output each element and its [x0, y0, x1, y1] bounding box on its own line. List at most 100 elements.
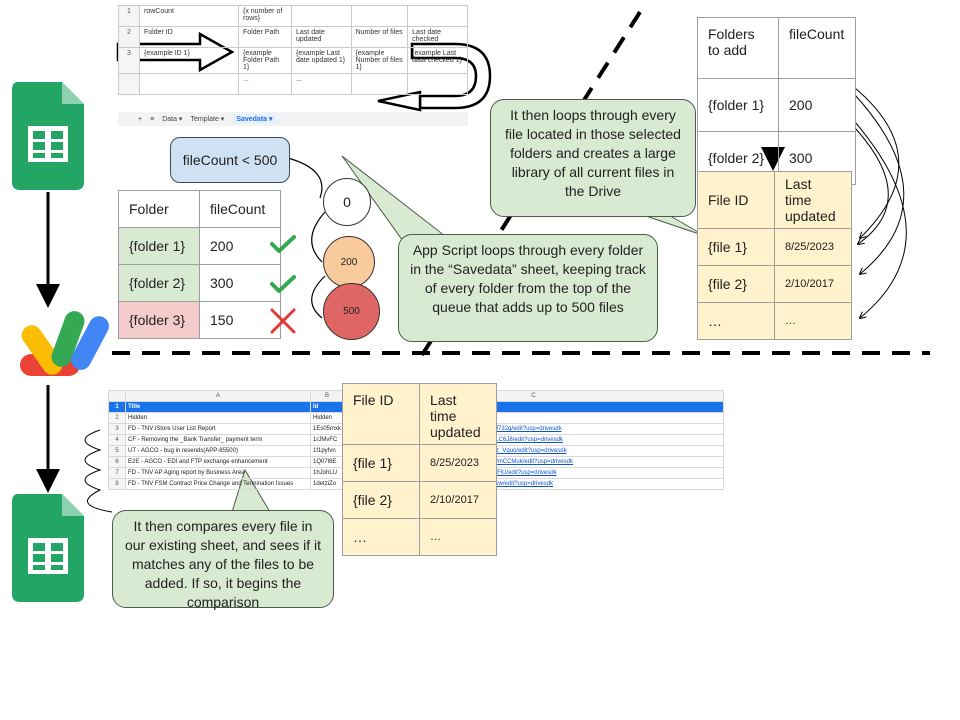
table-row: {folder 1} 200: [697, 78, 856, 132]
cell: {x number of rows}: [237, 5, 293, 27]
cell: E2E - AGCO - EDI and FTP exchange enhanc…: [125, 456, 311, 468]
file-loop-callout: It then loops through every file located…: [490, 99, 696, 217]
add-sheet-button[interactable]: +: [138, 115, 143, 123]
tab-savedata[interactable]: Savedata ▾: [232, 114, 277, 124]
loop-arrow-left: [377, 90, 422, 112]
row-number: 3: [118, 47, 140, 74]
curve-folder1-file2: [854, 94, 905, 274]
table-row: {file 1} 8/25/2023: [697, 228, 852, 266]
cell: 1Es05mxk: [309, 423, 345, 435]
callout-text: It then compares every file in our exist…: [124, 518, 322, 610]
table-row: … …: [697, 302, 852, 340]
table-row: 2 Folder ID Folder Path Last date update…: [118, 26, 468, 48]
column-header: File ID: [342, 383, 420, 445]
compare-callout: It then compares every file in our exist…: [112, 510, 334, 610]
cell: [350, 73, 409, 95]
file-id-cell: {file 1}: [697, 228, 775, 266]
file-id-cell: {file 1}: [342, 444, 420, 482]
tab-template[interactable]: Template ▾: [190, 116, 225, 123]
cross-icon: [270, 308, 296, 334]
row-number: [118, 73, 140, 95]
file-id-cell: {file 2}: [342, 481, 420, 519]
column-header: fileCount: [199, 190, 281, 228]
folder-cell: {folder 1}: [697, 78, 779, 132]
updated-cell: 2/10/2017: [419, 481, 497, 519]
cell: FD - TNV AP Aging report by Business Are…: [125, 467, 311, 479]
curve-folder1-file1: [854, 87, 900, 238]
cell: FD - TNV FSM Contract Price Change and T…: [125, 478, 311, 490]
table-row: {file 2} 2/10/2017: [342, 481, 497, 519]
cell: ...: [237, 73, 293, 95]
callout-text: It then loops through every file located…: [505, 107, 681, 199]
row-number: 4: [108, 434, 126, 446]
row-number: 7: [108, 467, 126, 479]
count-label: 200: [340, 256, 358, 268]
folders-to-add-table: Folders to add fileCount {folder 1} 200 …: [697, 17, 856, 185]
column-header: fileCount: [778, 17, 856, 79]
cell: Last date updated: [291, 26, 352, 48]
row-number: 3: [108, 423, 126, 435]
cell: UT - AGCO - bug in resends(APP-85500): [125, 445, 311, 457]
updated-cell: 8/25/2023: [419, 444, 497, 482]
column-header: Folder: [118, 190, 200, 228]
table-row: … …: [342, 518, 497, 556]
cell: [291, 5, 352, 27]
row-number: 5: [108, 445, 126, 457]
all-sheets-button[interactable]: ≡: [150, 115, 155, 123]
column-header: Folders to add: [697, 17, 779, 79]
cell: 1hJohLU: [309, 467, 345, 479]
row-number: 2: [108, 412, 126, 424]
folder-cell: {folder 1}: [118, 227, 200, 265]
updated-cell: …: [774, 302, 852, 340]
file-library-table: File ID Last time updated {file 1} 8/25/…: [697, 171, 852, 340]
folder-cell: {folder 2}: [118, 264, 200, 302]
cell: [350, 5, 409, 27]
curve-folder2-file1: [854, 127, 889, 244]
tab-data[interactable]: Data ▾: [162, 116, 183, 123]
count-label: 500: [343, 306, 360, 317]
google-sheets-icon: [12, 494, 84, 602]
cell: {example Last date updated 1}: [291, 47, 352, 74]
condition-label: fileCount < 500: [182, 152, 278, 168]
row-number: 1: [108, 401, 126, 413]
file-id-cell: …: [342, 518, 420, 556]
file-id-cell: …: [697, 302, 775, 340]
table-row: {file 1} 8/25/2023: [342, 444, 497, 482]
updated-cell: …: [419, 518, 497, 556]
cell: FD - TNV iStore User List Report: [125, 423, 311, 435]
checkmark-icon: [270, 235, 296, 253]
cell: Folder Path: [237, 26, 293, 48]
cell: [407, 5, 468, 27]
count-label: 0: [343, 194, 351, 210]
cell: Hidden: [309, 412, 345, 424]
cell: {example Number of files 1}: [350, 47, 409, 74]
savedata-sheet-snippet: 1 rowCount {x number of rows} 2 Folder I…: [118, 5, 468, 125]
cell: {example ID 1}: [139, 47, 239, 74]
row-number: 2: [118, 26, 140, 48]
row-number: 6: [108, 456, 126, 468]
sheet-tab-bar: + ≡ Data ▾ Template ▾ Savedata ▾: [118, 112, 468, 126]
count-cell: 300: [199, 264, 281, 302]
callout-text: App Script loops through every folder in…: [410, 242, 646, 315]
table-row: {folder 2} 300: [118, 264, 281, 302]
count-circle-200: 200: [323, 236, 375, 288]
count-circle-0: 0: [323, 178, 371, 226]
count-cell: 150: [199, 301, 281, 339]
column-header: A: [125, 390, 311, 402]
corner-cell: [108, 390, 126, 402]
cell: Hidden: [125, 412, 311, 424]
column-header: Last time updated: [419, 383, 497, 445]
cell: 1Q07l8E: [309, 456, 345, 468]
table-header-row: Folder fileCount: [118, 190, 281, 228]
folder-cell: {folder 3}: [118, 301, 200, 339]
cell: rowCount: [139, 5, 239, 27]
column-header: File ID: [697, 171, 775, 229]
cell: 1f1pyfvn: [309, 445, 345, 457]
apps-script-icon: [20, 311, 109, 376]
cell: CF - Removing the _Bank Transfer_ paymen…: [125, 434, 311, 446]
column-header: Last time updated: [774, 171, 852, 229]
curve-200-to-500: [311, 275, 326, 319]
squiggle-left: [84, 429, 113, 513]
table-row: {folder 1} 200: [118, 227, 281, 265]
cell: Number of files: [350, 26, 409, 48]
